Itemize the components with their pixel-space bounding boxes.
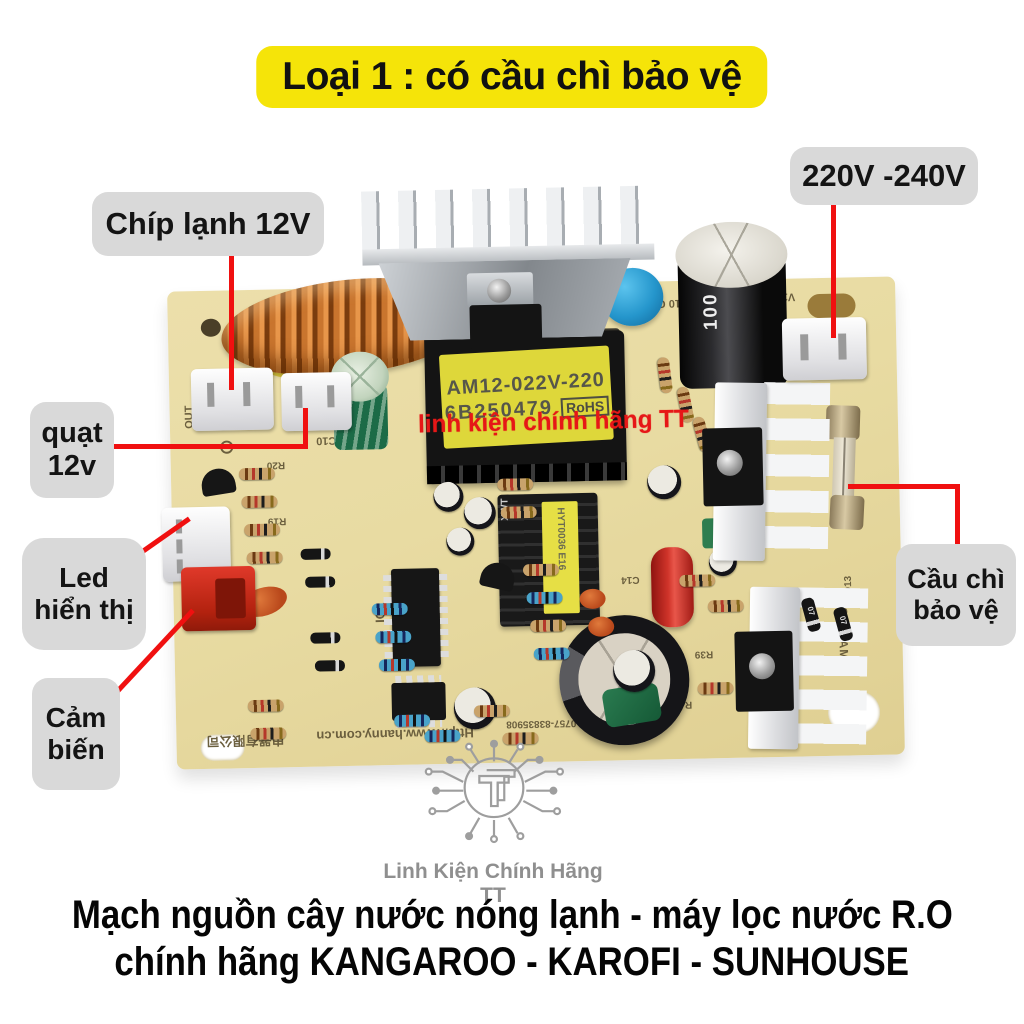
callout-cooling-chip: Chíp lạnh 12V (92, 192, 324, 256)
power-transistor (469, 303, 543, 350)
diode (305, 576, 336, 588)
ic-pins (383, 575, 393, 662)
silk-phone: 0757-83835908 (506, 717, 577, 730)
caption-line-2-text: chính hãng KANGAROO - KAROFI - SUNHOUSE (114, 940, 910, 984)
resistor (246, 551, 283, 565)
capacitor-small (463, 496, 497, 530)
resistor-blue (378, 658, 416, 672)
resistor-blue (371, 602, 408, 616)
resistor (679, 574, 716, 588)
caption-line-2: chính hãng KANGAROO - KAROFI - SUNHOUSE (0, 940, 1024, 985)
resistor-blue (533, 647, 570, 661)
connector-sensor (180, 565, 257, 632)
mount-hole (200, 318, 222, 337)
capacitor-marking: 100 (700, 292, 722, 331)
callout-led: Led hiển thị (22, 538, 146, 650)
resistor-blue (375, 630, 412, 644)
connector-pin (176, 539, 183, 554)
connector-pin (327, 385, 335, 408)
ic-dip16 (383, 568, 449, 668)
silk-r39: R39 (694, 648, 714, 660)
callout-voltage-text: 220V -240V (802, 158, 966, 194)
annotation-line-fuse-h (848, 484, 960, 489)
disc-capacitor-orange (579, 588, 606, 610)
diode-marking: 07 (837, 614, 849, 626)
callout-sensor: Cảm biến (32, 678, 120, 790)
heatsink-right-teeth (761, 382, 831, 561)
resistor (707, 599, 744, 613)
ferrite-marking: HYT0036 E16 (554, 507, 567, 571)
annotation-line-fuse-v (955, 484, 960, 548)
resistor (247, 699, 284, 713)
callout-sensor-line2: biến (47, 734, 105, 765)
logo-caption: Linh Kiện Chính Hãng TT (383, 860, 603, 907)
callout-fuse-line1: Cầu chì (907, 563, 1005, 594)
connector-pin (800, 334, 809, 361)
resistor (238, 467, 276, 481)
resistor (500, 505, 537, 519)
annotation-line-fan-v (303, 408, 308, 449)
callout-fan-line1: quạt (41, 416, 103, 449)
connector-ac-input (781, 317, 868, 381)
callout-sensor-line1: Cảm (45, 701, 107, 733)
transistor-to92 (199, 466, 237, 498)
capacitor-red (650, 546, 695, 628)
connector-fan (280, 371, 353, 432)
banner-type-label: Loại 1 : có cầu chì bảo vệ (256, 46, 768, 108)
annotation-line-chip (229, 256, 234, 390)
resistor-blue (526, 591, 563, 605)
silk-c14: C14 (621, 573, 640, 586)
diode (310, 632, 341, 644)
resistor (241, 495, 278, 509)
diode (314, 660, 346, 672)
fuse-cap-bottom (829, 494, 865, 531)
callout-led-line2: hiển thị (34, 594, 134, 625)
watermark-text: linh kiện chính hãng TT (417, 404, 690, 439)
ic-pins (439, 573, 449, 661)
connector-pin (838, 333, 847, 360)
diode-marking: 07 (805, 605, 817, 617)
callout-fan-line2: 12v (47, 450, 97, 482)
resistor (530, 619, 567, 633)
callout-chip-text: Chíp lạnh 12V (105, 206, 311, 242)
resistor (497, 478, 534, 491)
resistor (697, 681, 734, 695)
capacitor-small (646, 464, 682, 500)
diode (300, 548, 331, 560)
connector-cavity (215, 578, 246, 619)
brand-logo (424, 739, 565, 844)
resistor (250, 727, 287, 741)
resistor-blue (393, 714, 431, 728)
caption-line-1-text: Mạch nguồn cây nước nóng lạnh - máy lọc … (71, 893, 953, 937)
capacitor-small (446, 527, 475, 556)
connector-pin (242, 381, 251, 407)
annotation-line-fan-h (96, 444, 308, 449)
heatsink-top-fins (361, 185, 655, 254)
annotation-line-voltage (831, 205, 836, 338)
callout-led-line1: Led (59, 561, 109, 593)
resistor (656, 356, 674, 394)
resistor (473, 704, 511, 718)
ic-pins (395, 675, 442, 683)
fuse-cap-top (825, 405, 861, 441)
callout-fuse: Cầu chì bảo vệ (896, 544, 1016, 646)
connector-pin (206, 382, 215, 407)
callout-voltage: 220V -240V (790, 147, 978, 205)
pcb-board: OUT ⊕ ⊖ FAN C10 R20 R19 IC1 TR1 C14 R39 … (161, 185, 905, 770)
callout-fuse-line2: bảo vệ (913, 595, 999, 625)
fuse-wire (841, 437, 846, 498)
resistor (243, 523, 281, 537)
caption-line-1: Mạch nguồn cây nước nóng lạnh - máy lọc … (0, 893, 1024, 938)
resistor (522, 563, 560, 577)
capacitor-small (433, 481, 464, 513)
callout-fan: quạt 12v (30, 402, 114, 498)
connector-pin (295, 385, 303, 409)
